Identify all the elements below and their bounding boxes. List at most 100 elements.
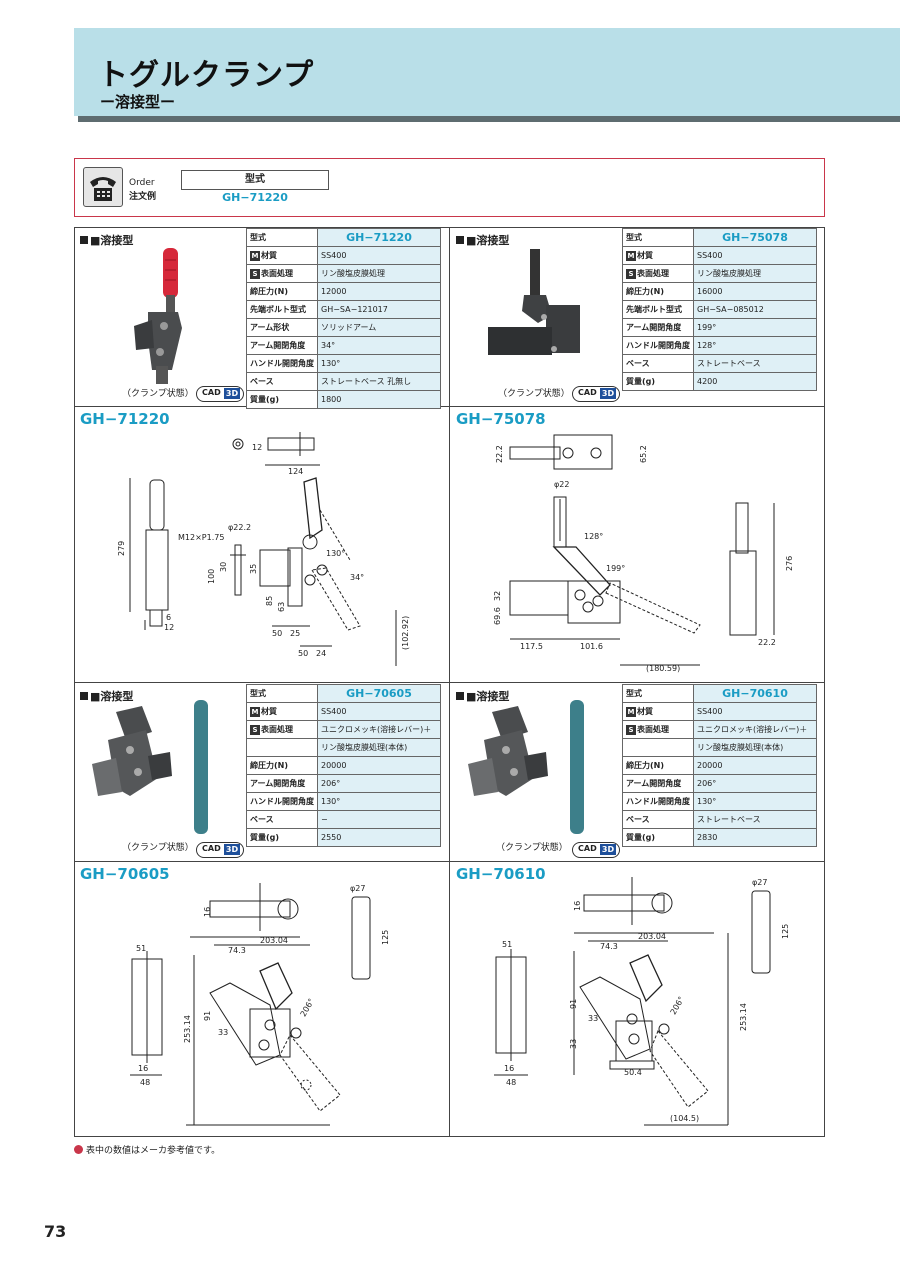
- cad-3d-label: 3D: [224, 844, 240, 855]
- spec-row: 質量(g)2550: [246, 828, 441, 847]
- dim-label: 101.6: [580, 642, 603, 651]
- order-model-value: GH−71220: [222, 191, 288, 204]
- drawing-title-gh70605: GH−70605: [80, 865, 170, 883]
- dim-label: 85: [265, 596, 274, 606]
- dim-label: 279: [117, 541, 126, 556]
- spec-key-text: 材質: [637, 707, 653, 716]
- cad-label: CAD: [202, 844, 221, 853]
- product-photo-gh75078: [488, 249, 580, 355]
- clamp-caption: （クランプ状態）: [496, 843, 568, 853]
- dim-label: (104.5): [670, 1114, 699, 1123]
- dim-label: 32: [493, 591, 502, 601]
- dim-label: 33: [588, 1014, 598, 1023]
- spec-row: リン酸塩皮膜処理(本体): [246, 738, 441, 757]
- spec-value: 206°: [693, 774, 817, 793]
- spec-row: リン酸塩皮膜処理(本体): [622, 738, 817, 757]
- dim-label: 24: [316, 649, 326, 658]
- spec-value: 206°: [317, 774, 441, 793]
- product-type-label: ■溶接型: [456, 688, 509, 704]
- page-number: 73: [44, 1222, 67, 1241]
- spec-value: 130°: [693, 792, 817, 811]
- spec-key-text: ベース: [250, 815, 274, 824]
- dim-label: 50: [298, 649, 308, 658]
- spec-mark-icon: S: [626, 269, 636, 279]
- drawing-gh70610: 16 φ27 125 51 74.3 203.04 91 33 33 206° …: [494, 877, 790, 1126]
- dim-label: 74.3: [600, 942, 618, 951]
- spec-row: アーム形状ソリッドアーム: [246, 318, 441, 337]
- footnote: 表中の数値はメーカ参考値です。: [74, 1143, 220, 1156]
- spec-key-text: 材質: [261, 707, 277, 716]
- spec-key-text: アーム開閉角度: [250, 779, 306, 788]
- spec-key-text: 表面処理: [637, 269, 669, 278]
- drawing-title-gh70610: GH−70610: [456, 865, 546, 883]
- dim-label: 63: [277, 602, 286, 612]
- spec-value: 199°: [693, 318, 817, 337]
- spec-value: リン酸塩皮膜処理(本体): [317, 738, 441, 757]
- spec-key-text: ハンドル開閉角度: [250, 359, 314, 368]
- spec-key: [622, 738, 694, 757]
- spec-key: アーム開閉角度: [622, 774, 694, 793]
- spec-key-text: 型式: [250, 689, 266, 698]
- spec-value: リン酸塩皮膜処理: [693, 264, 817, 283]
- drawing-gh71220: 12 124 279 M12×P1.75 φ22.2 100 30 35 130…: [117, 432, 410, 666]
- spec-key-text: 締圧力(N): [250, 761, 289, 770]
- spec-key-text: ベース: [626, 815, 650, 824]
- spec-value: GH−71220: [317, 228, 441, 247]
- spec-row: ベースストレートベース 孔無し: [246, 372, 441, 391]
- spec-key: 質量(g): [246, 828, 318, 847]
- dim-label: 51: [136, 944, 146, 953]
- spec-value: SS400: [693, 246, 817, 265]
- dim-label: 203.04: [638, 932, 666, 941]
- cad-label: CAD: [578, 844, 597, 853]
- spec-key: 先端ボルト型式: [622, 300, 694, 319]
- dim-label: 12: [252, 443, 262, 452]
- spec-value: GH−70610: [693, 684, 817, 703]
- cad-3d-label: 3D: [600, 388, 616, 399]
- product-photo-gh70610: [468, 700, 584, 834]
- dim-label: φ22: [554, 480, 569, 489]
- product-type-label: ■溶接型: [80, 232, 133, 248]
- cad-label: CAD: [578, 388, 597, 397]
- spec-row: ベースストレートベース: [622, 810, 817, 829]
- dim-label: 48: [506, 1078, 516, 1087]
- spec-row: 締圧力(N)20000: [246, 756, 441, 775]
- dim-label: 16: [203, 907, 212, 917]
- header-shadow: [78, 116, 900, 122]
- dim-label: 74.3: [228, 946, 246, 955]
- spec-key-text: 材質: [637, 251, 653, 260]
- spec-key-text: 材質: [261, 251, 277, 260]
- spec-key-text: 締圧力(N): [626, 761, 665, 770]
- dim-label: 124: [288, 467, 303, 476]
- dim-label: φ27: [752, 878, 767, 887]
- dim-label: 128°: [584, 532, 603, 541]
- cad-3d-label: 3D: [224, 388, 240, 399]
- spec-key-text: アーム形状: [250, 323, 290, 332]
- drawing-gh75078: 22.2 65.2 φ22 128° 199° 32 69.6 117.5 10…: [493, 434, 794, 673]
- dim-label: 206°: [299, 997, 316, 1018]
- order-label-en: Order: [129, 178, 155, 188]
- spec-row: 質量(g)1800: [246, 390, 441, 409]
- dim-label: 206°: [669, 995, 686, 1016]
- spec-row: アーム開閉角度 206°: [246, 774, 441, 793]
- spec-value: ストレートベース 孔無し: [317, 372, 441, 391]
